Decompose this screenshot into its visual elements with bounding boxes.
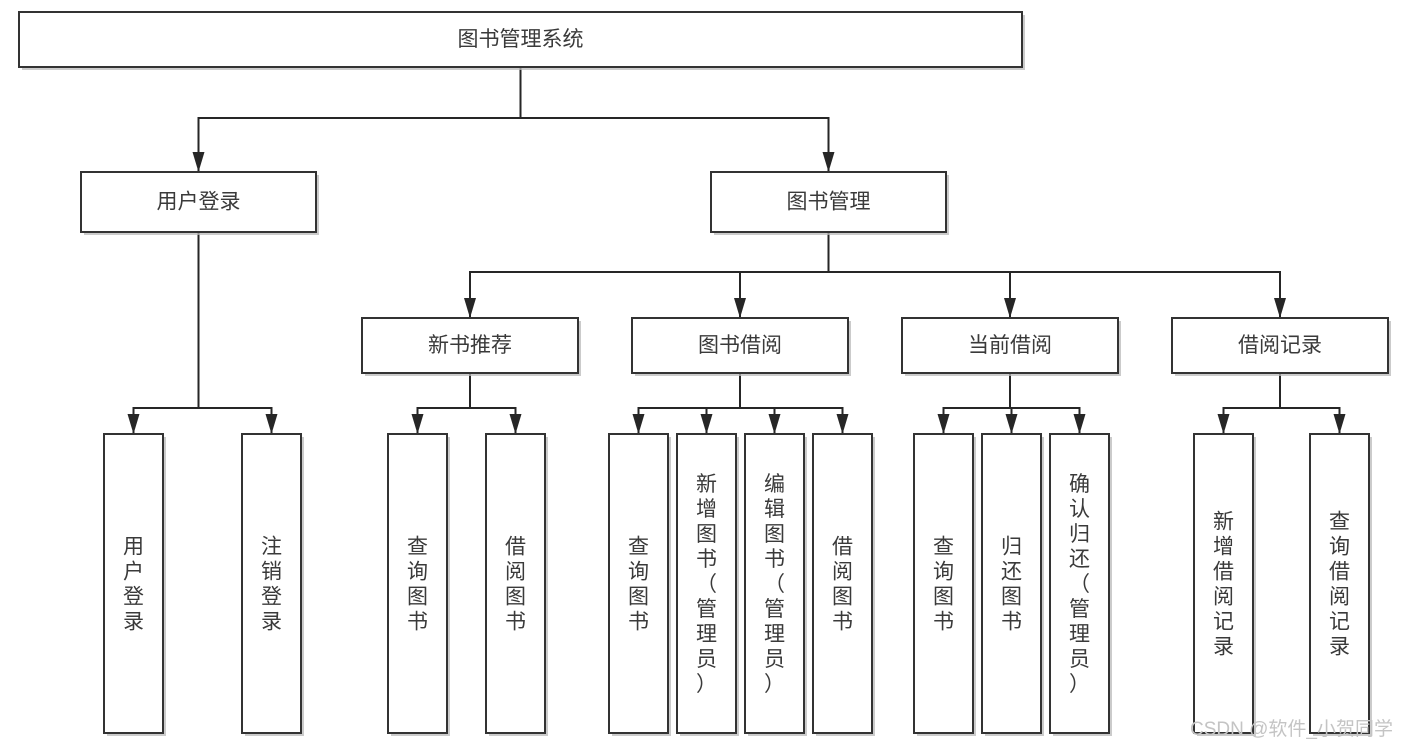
- node-box[interactable]: [981, 433, 1042, 734]
- node-label: 新增图书（管理员）: [696, 473, 717, 696]
- node-label: 编辑图书（管理员）: [764, 473, 785, 696]
- arrow-head-icon: [937, 414, 950, 434]
- arrow-head-icon: [265, 414, 278, 434]
- node-level2-0[interactable]: 用户登录: [80, 171, 319, 235]
- node-leaf-2[interactable]: 查询图书: [387, 433, 450, 736]
- node-box[interactable]: [1049, 433, 1110, 734]
- arrow-head-icon: [411, 414, 424, 434]
- arrow-head-icon: [192, 152, 205, 172]
- arrow-head-icon: [1004, 298, 1016, 318]
- node-leaf-4[interactable]: 查询图书: [608, 433, 671, 736]
- node-leaf-0[interactable]: 用户登录: [103, 433, 166, 736]
- node-label: 用户登录: [157, 191, 241, 214]
- arrow-head-icon: [632, 414, 645, 434]
- node-label: 查询图书: [628, 536, 649, 634]
- node-layer: 图书管理系统用户登录图书管理新书推荐图书借阅当前借阅借阅记录用户登录注销登录查询…: [18, 11, 1391, 736]
- node-leaf-7[interactable]: 借阅图书: [812, 433, 875, 736]
- node-box[interactable]: [812, 433, 873, 734]
- arrow-head-icon: [1005, 414, 1018, 434]
- node-leaf-6[interactable]: 编辑图书（管理员）: [744, 433, 807, 736]
- node-leaf-10[interactable]: 确认归还（管理员）: [1049, 433, 1112, 736]
- node-box[interactable]: [913, 433, 974, 734]
- node-box[interactable]: [241, 433, 302, 734]
- node-level2-1[interactable]: 图书管理: [710, 171, 949, 235]
- node-box[interactable]: [631, 317, 849, 374]
- node-box[interactable]: [1171, 317, 1389, 374]
- node-box[interactable]: [608, 433, 669, 734]
- node-label: 归还图书: [1001, 536, 1022, 634]
- arrow-head-icon: [127, 414, 140, 434]
- node-box[interactable]: [485, 433, 546, 734]
- node-root-0[interactable]: 图书管理系统: [18, 11, 1025, 70]
- node-box[interactable]: [103, 433, 164, 734]
- arrow-head-icon: [1333, 414, 1346, 434]
- node-leaf-3[interactable]: 借阅图书: [485, 433, 548, 736]
- connector-layer: [127, 66, 1346, 434]
- node-box[interactable]: [387, 433, 448, 734]
- node-label: 当前借阅: [968, 334, 1052, 357]
- node-leaf-1[interactable]: 注销登录: [241, 433, 304, 736]
- node-box[interactable]: [80, 171, 317, 233]
- node-leaf-12[interactable]: 查询借阅记录: [1309, 433, 1372, 736]
- node-label: 查询借阅记录: [1329, 511, 1350, 659]
- arrow-head-icon: [822, 152, 835, 172]
- node-box[interactable]: [361, 317, 579, 374]
- node-box[interactable]: [1193, 433, 1254, 734]
- arrow-head-icon: [1073, 414, 1086, 434]
- node-label: 确认归还（管理员）: [1069, 473, 1090, 696]
- node-label: 查询图书: [933, 536, 954, 634]
- node-label: 新增借阅记录: [1213, 511, 1234, 659]
- arrow-head-icon: [1274, 298, 1286, 318]
- node-box[interactable]: [1309, 433, 1370, 734]
- node-level3-3[interactable]: 借阅记录: [1171, 317, 1391, 376]
- node-leaf-8[interactable]: 查询图书: [913, 433, 976, 736]
- node-level3-2[interactable]: 当前借阅: [901, 317, 1121, 376]
- node-label: 注销登录: [261, 536, 282, 634]
- node-label: 借阅图书: [505, 536, 526, 634]
- arrow-head-icon: [768, 414, 781, 434]
- node-box[interactable]: [901, 317, 1119, 374]
- node-label: 借阅图书: [832, 536, 853, 634]
- node-leaf-11[interactable]: 新增借阅记录: [1193, 433, 1256, 736]
- node-level3-1[interactable]: 图书借阅: [631, 317, 851, 376]
- node-label: 图书管理: [787, 191, 871, 214]
- node-box[interactable]: [710, 171, 947, 233]
- node-label: 新书推荐: [428, 334, 512, 357]
- node-label: 查询图书: [407, 536, 428, 634]
- csdn-watermark: CSDN @软件_小贺同学: [1190, 719, 1393, 740]
- node-level3-0[interactable]: 新书推荐: [361, 317, 581, 376]
- node-label: 图书管理系统: [458, 28, 584, 51]
- arrow-head-icon: [700, 414, 713, 434]
- node-label: 图书借阅: [698, 334, 782, 357]
- node-leaf-5[interactable]: 新增图书（管理员）: [676, 433, 739, 736]
- node-box[interactable]: [18, 11, 1023, 68]
- arrow-head-icon: [464, 298, 476, 318]
- arrow-head-icon: [1217, 414, 1230, 434]
- arrow-head-icon: [734, 298, 746, 318]
- node-label: 用户登录: [123, 536, 144, 634]
- node-box[interactable]: [744, 433, 805, 734]
- node-leaf-9[interactable]: 归还图书: [981, 433, 1044, 736]
- arrow-head-icon: [836, 414, 849, 434]
- arrow-head-icon: [509, 414, 522, 434]
- node-label: 借阅记录: [1238, 334, 1322, 357]
- node-box[interactable]: [676, 433, 737, 734]
